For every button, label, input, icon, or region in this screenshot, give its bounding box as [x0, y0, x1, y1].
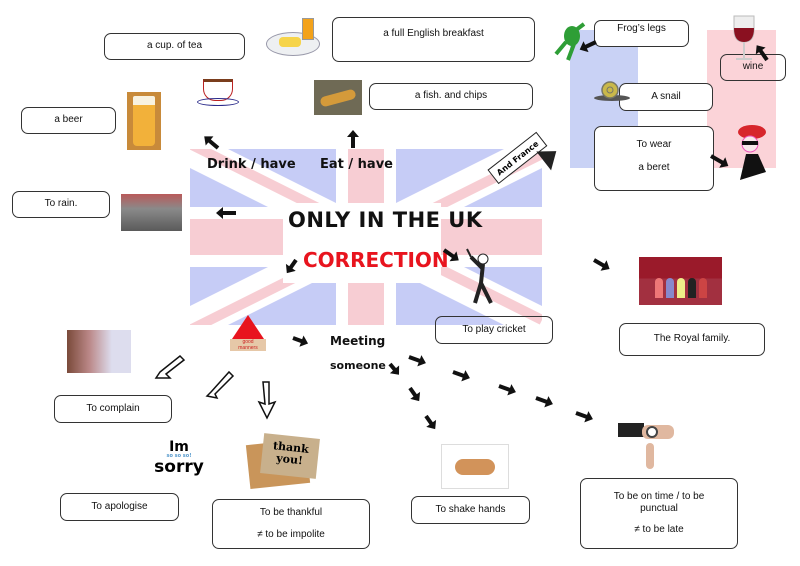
- arrow-meeting-1: [388, 362, 398, 373]
- box-rain: To rain.: [12, 191, 110, 218]
- cursor-arrow-apologise-icon: [205, 370, 235, 400]
- box-royal: The Royal family.: [619, 323, 765, 356]
- wine-glass-image: [730, 14, 758, 64]
- complaining-man-image: [67, 330, 131, 373]
- center-title-panel: [283, 203, 441, 283]
- box-apologise: To apologise: [60, 493, 179, 521]
- category-drink: Drink / have: [207, 157, 296, 172]
- box-frog: Frog’s legs: [594, 20, 689, 47]
- sorry-line2: so so so!: [166, 453, 192, 459]
- box-wine: wine: [720, 54, 786, 81]
- fish-and-chips-image: [314, 80, 362, 115]
- arrow-path-4: [535, 396, 550, 405]
- royal-family-image: [639, 257, 722, 305]
- sorry-image: Im so so so! sorry: [148, 440, 210, 484]
- arrow-path-1: [408, 355, 423, 364]
- beret-woman-image: [730, 122, 772, 182]
- good-manners-line2: manners: [238, 345, 258, 351]
- handshake-image: [441, 444, 509, 489]
- cursor-arrow-thankful-icon: [257, 381, 277, 420]
- box-snail: A snail: [619, 83, 713, 111]
- arrow-to-rain: [220, 211, 236, 215]
- good-manners-line1: good: [242, 339, 254, 345]
- box-complain: To complain: [54, 395, 172, 423]
- box-tea: a cup. of tea: [104, 33, 245, 60]
- arrow-path-3: [498, 384, 513, 393]
- box-fish: a fish. and chips: [369, 83, 533, 110]
- sorry-line1: Im: [169, 439, 189, 455]
- arrow-shake-1: [408, 386, 419, 399]
- tea-cup-image: [197, 70, 239, 110]
- frog-image: [552, 20, 588, 62]
- cricket-player-image: [465, 247, 501, 305]
- category-meeting-line2: someone: [330, 359, 386, 372]
- category-eat: Eat / have: [320, 157, 393, 172]
- category-meeting-line1: Meeting: [330, 334, 386, 348]
- correction-label: CORRECTION: [303, 248, 449, 272]
- box-breakfast: a full English breakfast: [332, 17, 535, 62]
- breakfast-image: [266, 18, 320, 58]
- snail-image: [592, 80, 636, 102]
- box-thankful: To be thankful≠ to be impolite: [212, 499, 370, 549]
- arrow-to-meeting: [292, 336, 305, 344]
- watch-image: [618, 423, 680, 470]
- arrow-to-fish: [351, 134, 355, 148]
- box-cricket: To play cricket: [435, 316, 553, 344]
- box-shake-hands: To shake hands: [411, 496, 530, 524]
- page-title: ONLY IN THE UK: [288, 208, 483, 232]
- sorry-line3: sorry: [154, 457, 204, 477]
- arrow-to-royal: [593, 258, 608, 269]
- rain-image: [121, 194, 182, 231]
- arrow-to-tea: [205, 137, 220, 150]
- box-beer: a beer: [21, 107, 116, 134]
- cursor-arrow-complain-icon: [154, 354, 186, 379]
- arrow-shake-2: [424, 414, 435, 427]
- beer-image: [127, 92, 161, 150]
- arrow-path-2: [452, 370, 467, 379]
- thank-you-card-image: thank you!: [245, 433, 320, 490]
- arrow-path-5: [575, 411, 590, 420]
